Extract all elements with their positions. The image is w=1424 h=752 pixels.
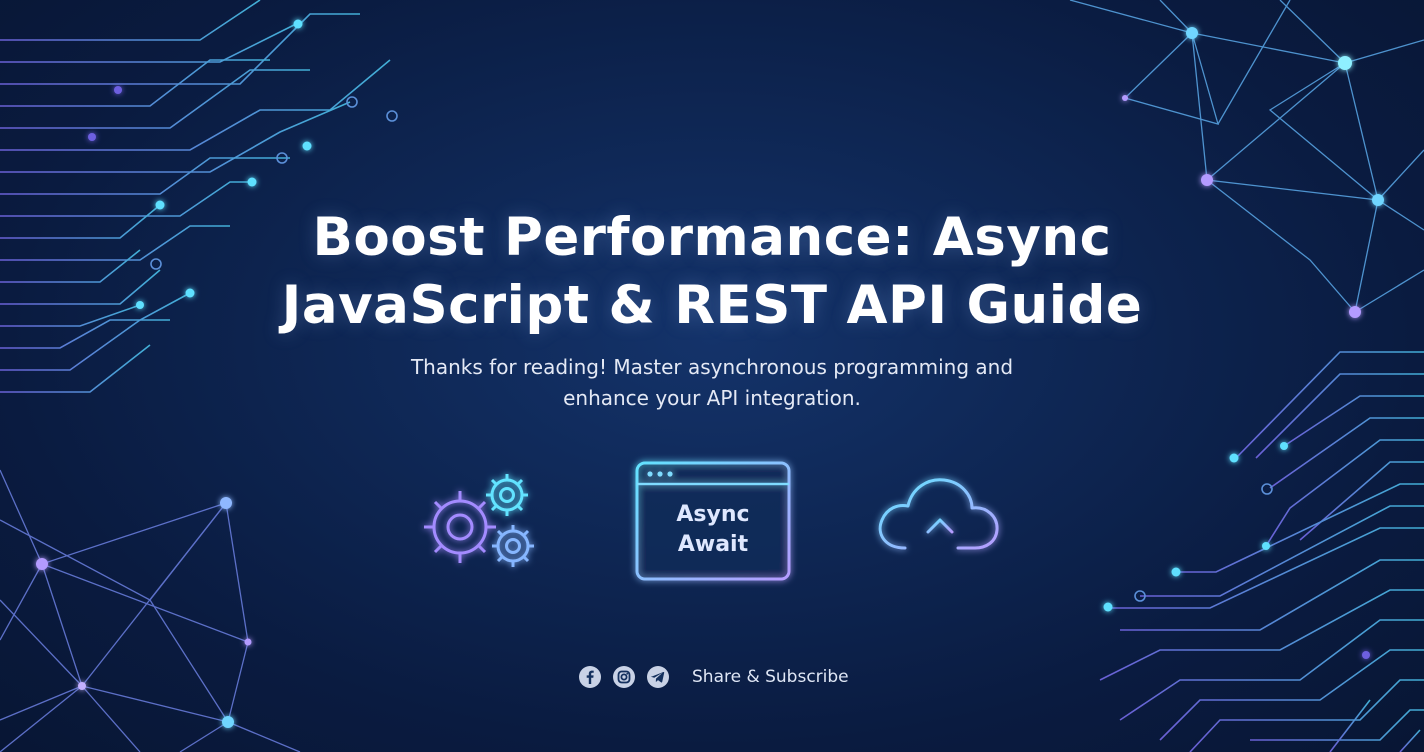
subtitle: Thanks for reading! Master asynchronous …	[262, 352, 1162, 414]
telegram-icon[interactable]	[646, 665, 670, 689]
title-line-2: JavaScript & REST API Guide	[281, 275, 1143, 336]
subtitle-line-1: Thanks for reading! Master asynchronous …	[410, 355, 1014, 379]
subtitle-line-2: enhance your API integration.	[563, 386, 861, 410]
constellation-nodes-top-right	[1122, 27, 1384, 318]
circuit-rings-bottom-right	[1134, 483, 1273, 602]
constellation-nodes-bottom-left	[36, 497, 252, 728]
cloud-upload-icon	[878, 478, 999, 568]
gears-icon	[424, 474, 534, 567]
constellation-top-right	[1069, 0, 1424, 313]
circuit-traces-top-left	[0, 0, 391, 393]
circuit-nodes-top-left	[88, 19, 312, 309]
code-window-icon	[635, 461, 791, 581]
page-title: Boost Performance: Async JavaScript & RE…	[112, 204, 1312, 340]
async-label-line-2: Await	[677, 532, 749, 557]
share-subscribe-label[interactable]: Share & Subscribe	[692, 667, 849, 687]
share-footer: Share & Subscribe	[578, 662, 849, 692]
async-label-line-1: Async	[676, 502, 750, 527]
instagram-icon[interactable]	[612, 665, 636, 689]
circuit-traces-bottom-right	[1099, 351, 1424, 752]
circuit-nodes-bottom-right	[1103, 442, 1370, 659]
async-await-label: Async Await	[638, 500, 788, 560]
circuit-rings-top-left	[150, 96, 398, 270]
facebook-icon[interactable]	[578, 665, 602, 689]
title-line-1: Boost Performance: Async	[312, 207, 1112, 268]
